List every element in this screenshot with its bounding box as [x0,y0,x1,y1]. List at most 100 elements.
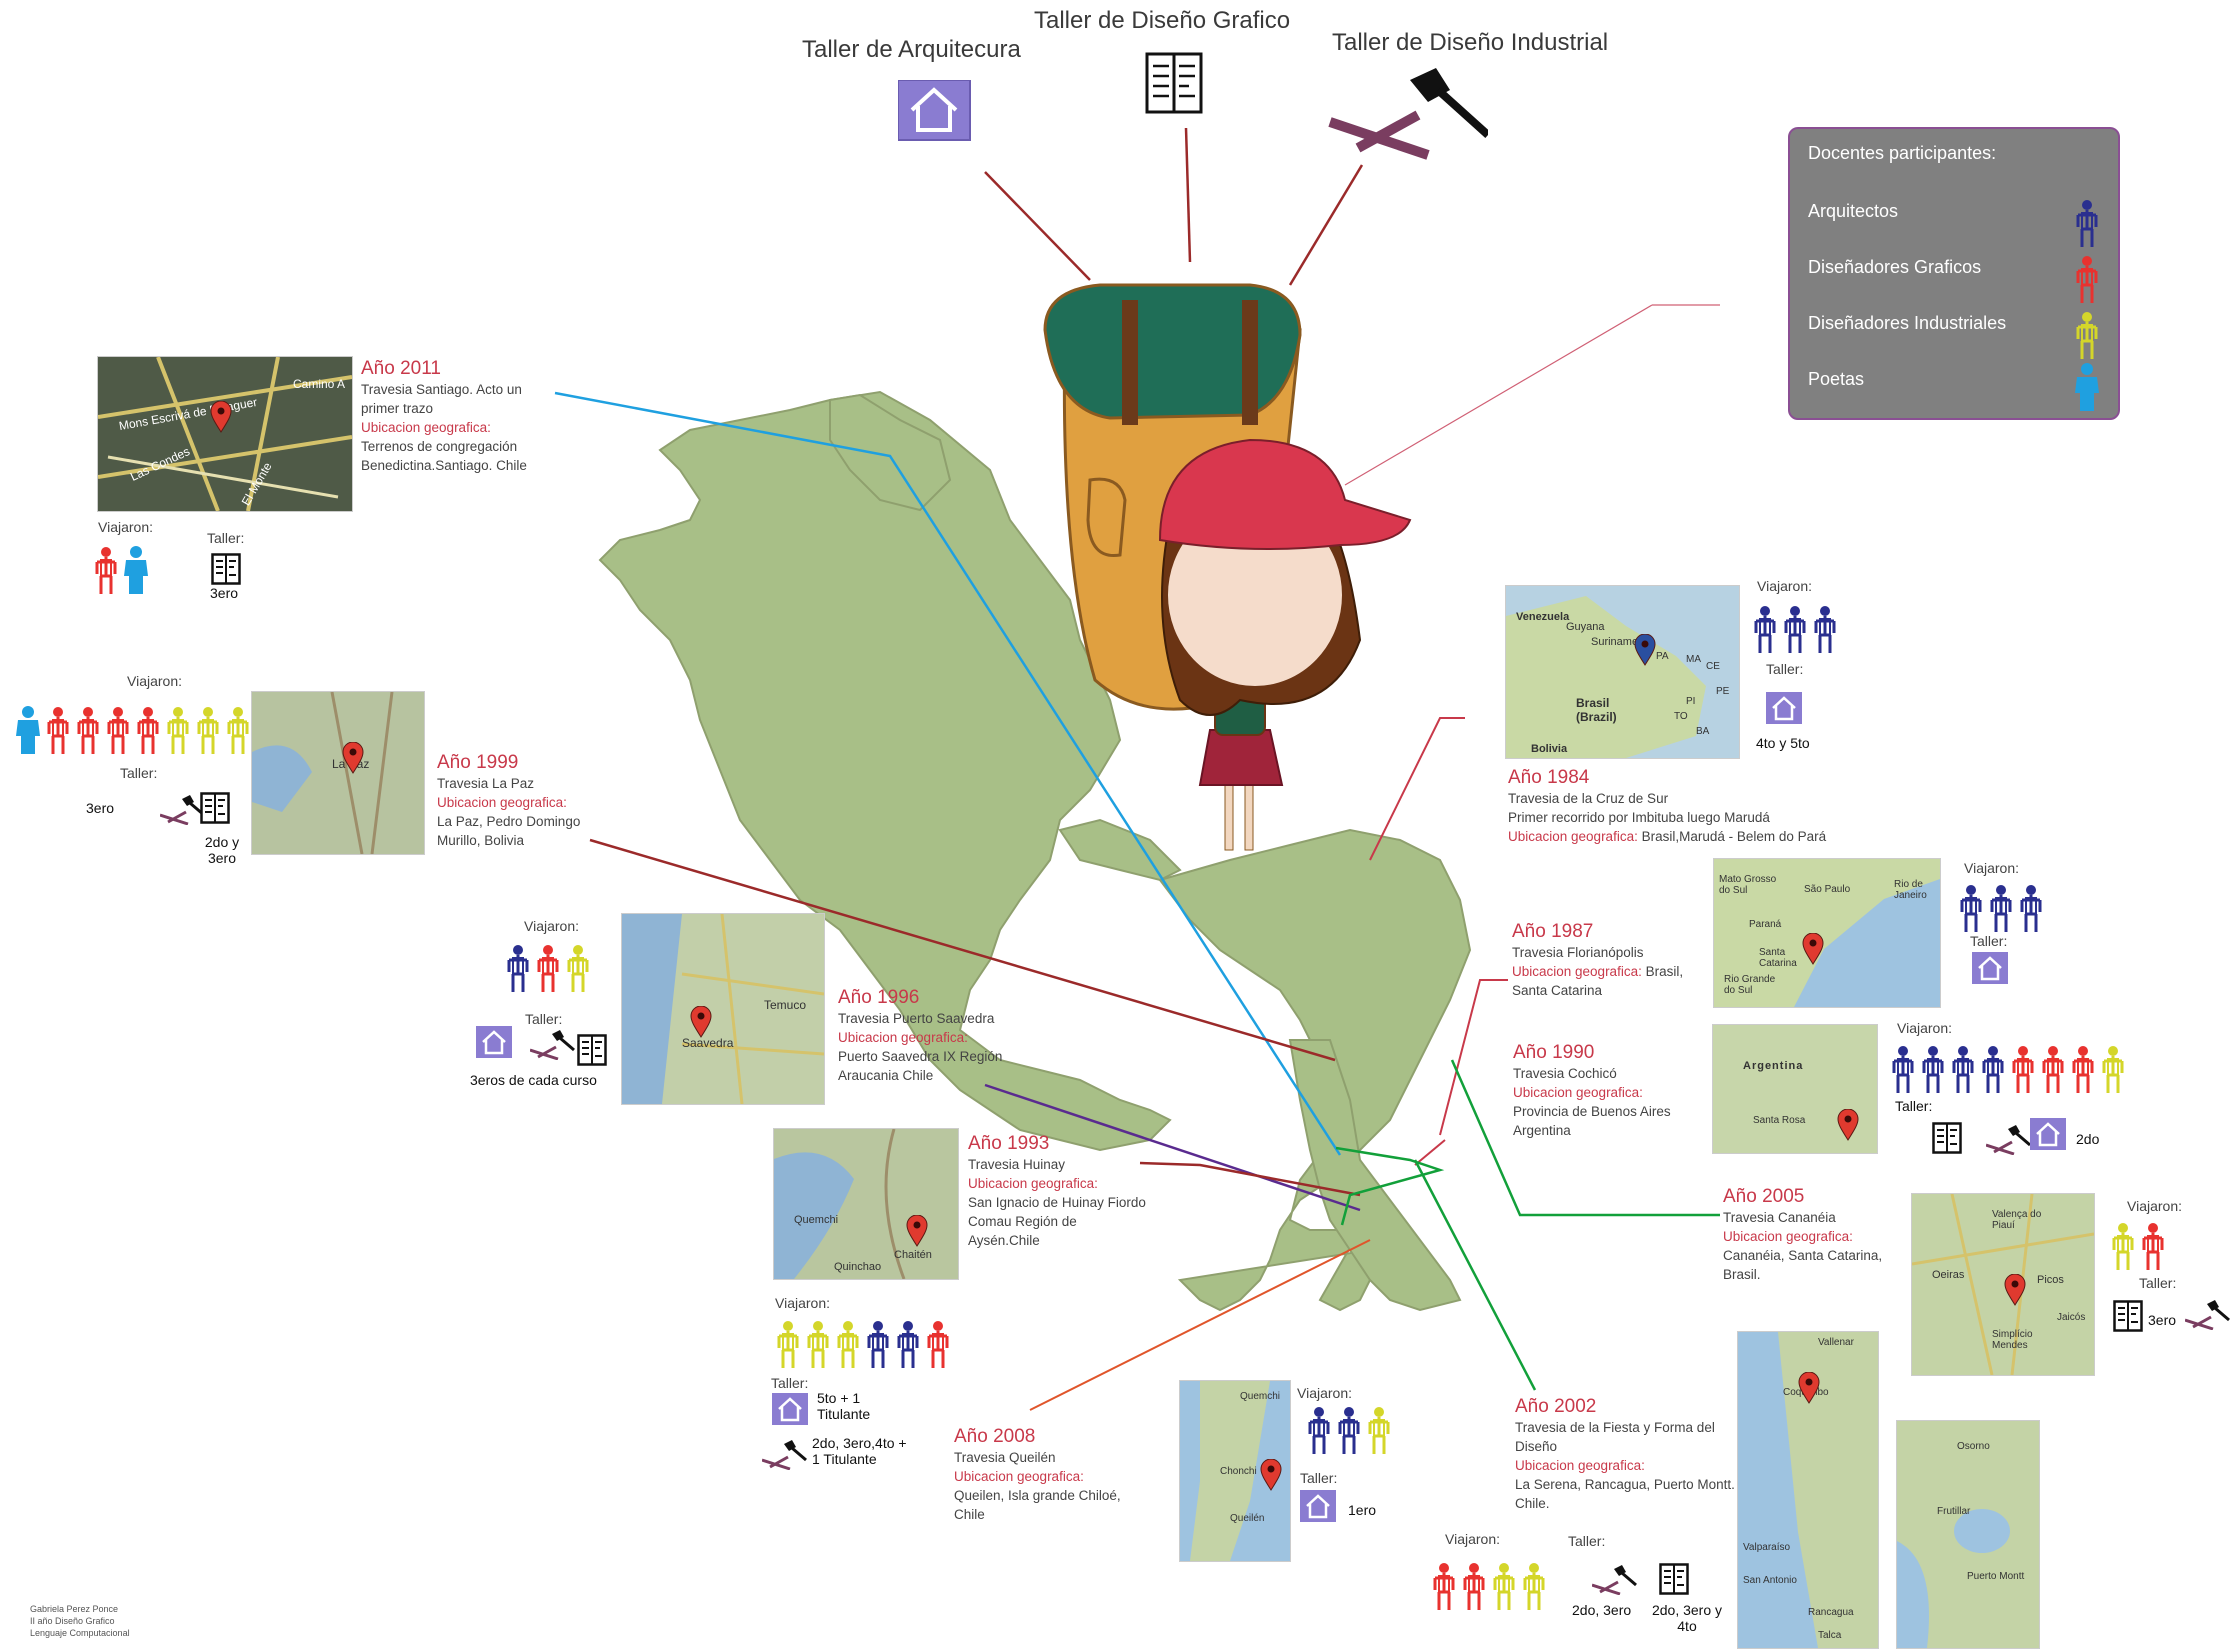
map-2008: Quemchi Chonchi Queilén [1179,1380,1291,1562]
map-pin-icon [1260,1458,1282,1496]
trip-2002-curso-b: 2do, 3ero y 4to [1651,1602,1723,1634]
grafico-person-icon [2012,1046,2034,1093]
map-pin-icon [1798,1371,1820,1409]
person-icon [2076,256,2098,303]
poeta-person-icon [124,546,148,594]
arquitecto-person-icon [1990,885,2012,932]
legend-panel: Docentes participantes: Arquitectos Dise… [1788,127,2120,420]
map-pin-icon [690,1005,712,1043]
trip-1984-text: Año 1984 Travesia de la Cruz de Sur Prim… [1508,767,1827,844]
header-arquitectura-title: Taller de Arquitecura [802,36,1021,63]
trip-2002-curso-a: 2do, 3ero [1572,1602,1632,1618]
hammer-icon [2184,1300,2231,1335]
map-1987: Mato Grosso do Sul São Paulo Rio de Jane… [1713,858,1941,1008]
north-america-shape [598,390,1172,1152]
taller-label: Taller: [120,765,158,781]
trip-1996-travelers [505,944,595,992]
map-1990: Argentina Santa Rosa [1712,1024,1878,1154]
industrial-person-icon [2112,1223,2134,1270]
grafico-person-icon [137,707,159,754]
taller-label: Taller: [771,1375,809,1391]
industrial-person-icon [197,707,219,754]
taller-label: Taller: [525,1011,563,1027]
trip-1984-curso: 4to y 5to [1756,735,1810,751]
viajaron-label: Viajaron: [1297,1385,1353,1401]
taller-label: Taller: [2139,1275,2177,1291]
industrial-person-icon [1368,1407,1390,1454]
arquitecto-person-icon [897,1321,919,1368]
legend-grafico-person-icon [2074,255,2104,303]
map-2005: Valença do Piauí Oeiras Picos Simplício … [1911,1193,2095,1376]
trip-1990-curso: 2do [2076,1131,2100,1147]
trip-1984-travelers [1752,605,1842,653]
house-icon [1300,1490,1336,1527]
arquitecto-person-icon [507,945,529,992]
grafico-person-icon [95,547,117,594]
industrial-person-icon [1493,1563,1515,1610]
central-america-shape [1058,818,1182,882]
arquitecto-person-icon [1922,1046,1944,1093]
legend-label-arquitectos: Arquitectos [1808,201,1899,221]
industrial-person-icon [1523,1563,1545,1610]
legend-arquitecto-person-icon [2074,199,2104,247]
trip-1996-text: Año 1996 Travesia Puerto Saavedra Ubicac… [838,987,1003,1083]
hammer-icon [1591,1565,1638,1600]
industrial-person-icon [777,1321,799,1368]
viajaron-label: Viajaron: [98,519,154,535]
arquitecto-person-icon [1892,1046,1914,1093]
trip-2002-travelers [1431,1562,1551,1610]
map-pin-icon [1837,1108,1859,1146]
document-icon [577,1034,607,1071]
taller-label: Taller: [1300,1470,1338,1486]
house-icon [1972,952,2008,989]
arquitecto-person-icon [867,1321,889,1368]
hammer-icon [761,1440,808,1475]
trip-2005-curso: 3ero [2148,1312,2177,1328]
grafico-person-icon [2142,1223,2164,1270]
trip-1990-travelers [1890,1045,2130,1093]
legend-poeta-person-icon [2074,363,2104,411]
legend-label-graficos: Diseñadores Graficos [1808,257,1982,277]
arquitecto-person-icon [1960,885,1982,932]
person-icon [2076,312,2098,359]
south-america-tail [1288,1039,1462,1312]
legend-label-industriales: Diseñadores Industriales [1808,313,2007,333]
legend-industrial-person-icon [2074,311,2104,359]
taller-label: Taller: [1766,661,1804,677]
grafico-person-icon [1433,1563,1455,1610]
signature: Gabriela Perez Ponce II año Diseño Grafi… [30,1604,130,1638]
map-1996: Temuco Saavedra [621,913,825,1105]
arquitecto-person-icon [1952,1046,1974,1093]
arquitecto-person-icon [1982,1046,2004,1093]
taller-label: Taller: [1895,1098,1933,1114]
document-icon [211,553,241,590]
taller-label: Taller: [1970,933,2008,949]
trip-2011-curso: 3ero [210,585,239,601]
trip-2002-text: Año 2002 Travesia de la Fiesta y Forma d… [1515,1396,1735,1511]
trip-1999-curso-b: 2do y 3ero [204,834,240,866]
trip-1993-curso-a: 5to + 1 Titulante [817,1390,871,1422]
document-icon [1932,1122,1962,1159]
industrial-person-icon [837,1321,859,1368]
arquitecto-person-icon [1814,606,1836,653]
industrial-person-icon [807,1321,829,1368]
viajaron-label: Viajaron: [1445,1531,1501,1547]
industrial-person-icon [227,707,249,754]
map-2002-south: Osorno Puerto Montt Frutillar [1896,1420,2040,1649]
trip-1999-travelers [15,706,255,754]
trip-1993-curso-b: 2do, 3ero,4to + 1 Titulante [812,1435,907,1467]
industrial-person-icon [567,945,589,992]
viajaron-label: Viajaron: [127,673,183,689]
trip-1993-text: Año 1993 Travesia Huinay Ubicacion geogr… [968,1133,1146,1248]
map-2011: Camino A Mons Escrivá de Balaguer Las Co… [97,356,353,512]
person-icon [2075,363,2099,411]
trip-1993-travelers [775,1320,955,1368]
header-grafico-title: Taller de Diseño Grafico [1034,7,1291,34]
viajaron-label: Viajaron: [775,1295,831,1311]
grafico-person-icon [107,707,129,754]
viajaron-label: Viajaron: [1757,578,1813,594]
hammer-icon [1328,68,1488,160]
grafico-person-icon [77,707,99,754]
arquitecto-person-icon [2020,885,2042,932]
industrial-person-icon [2102,1046,2124,1093]
